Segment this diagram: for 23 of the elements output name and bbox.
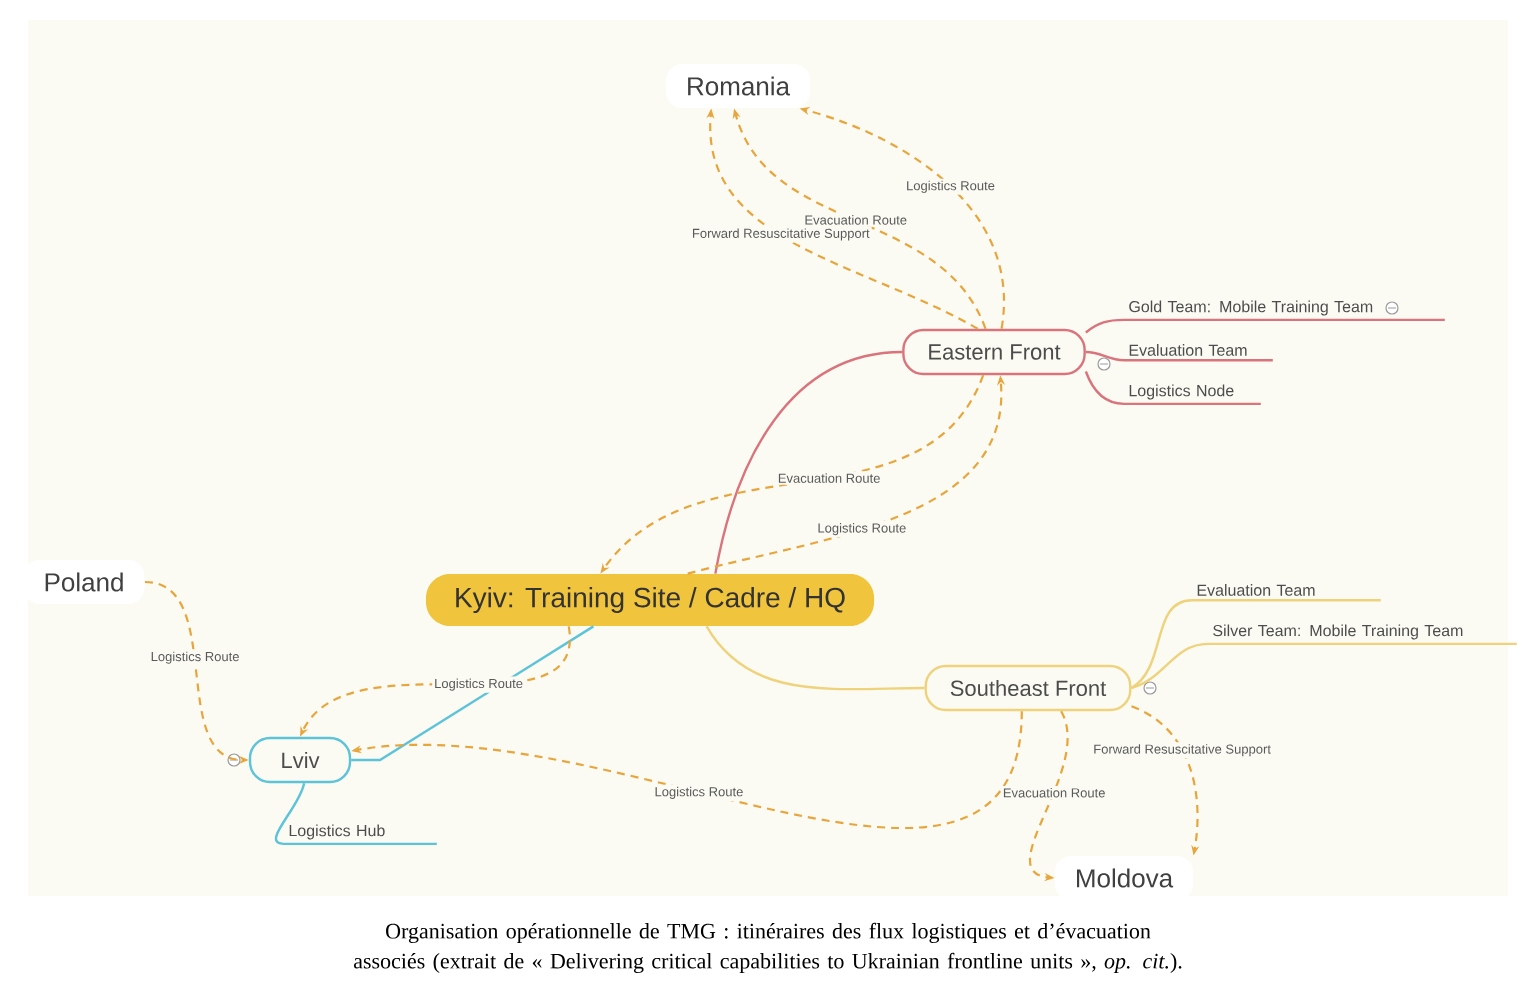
- hub-box: Kyiv: Training Site / Cadre / HQ: [425, 574, 875, 626]
- place-label: Moldova: [1054, 856, 1194, 900]
- branch-line: [1085, 350, 1125, 362]
- branch-line: [274, 782, 306, 846]
- branch-box: Southeast Front: [924, 664, 1132, 712]
- branch-text: Gold Team: Mobile Training Team: [1124, 300, 1445, 322]
- branch-line: [1131, 642, 1209, 690]
- branch-text: Logistics Hub: [284, 824, 437, 846]
- branch-box: Eastern Front: [902, 328, 1086, 376]
- branch-line: [705, 625, 925, 691]
- branch-line: [714, 350, 903, 574]
- branch-text: Evaluation Team: [1124, 344, 1273, 362]
- place-label: Romania: [666, 64, 811, 108]
- branch-text: Silver Team: Mobile Training Team: [1208, 624, 1517, 646]
- branch-line: [1084, 371, 1125, 406]
- place-label: Poland: [23, 560, 145, 604]
- branch-line: [351, 625, 595, 762]
- branch-line: [1085, 318, 1125, 334]
- branch-text: Evaluation Team: [1192, 584, 1381, 602]
- branch-line: [1130, 599, 1193, 689]
- branch-text: Logistics Node: [1124, 384, 1261, 406]
- branch-box: Lviv: [248, 736, 352, 784]
- caption: Organisation opérationnelle de TMG : itinéraires des flux logistiques et d’évacuation associés (extrait de « Delivering critical capabilities to Ukrainian frontline units », op. cit.).: [354, 922, 1182, 974]
